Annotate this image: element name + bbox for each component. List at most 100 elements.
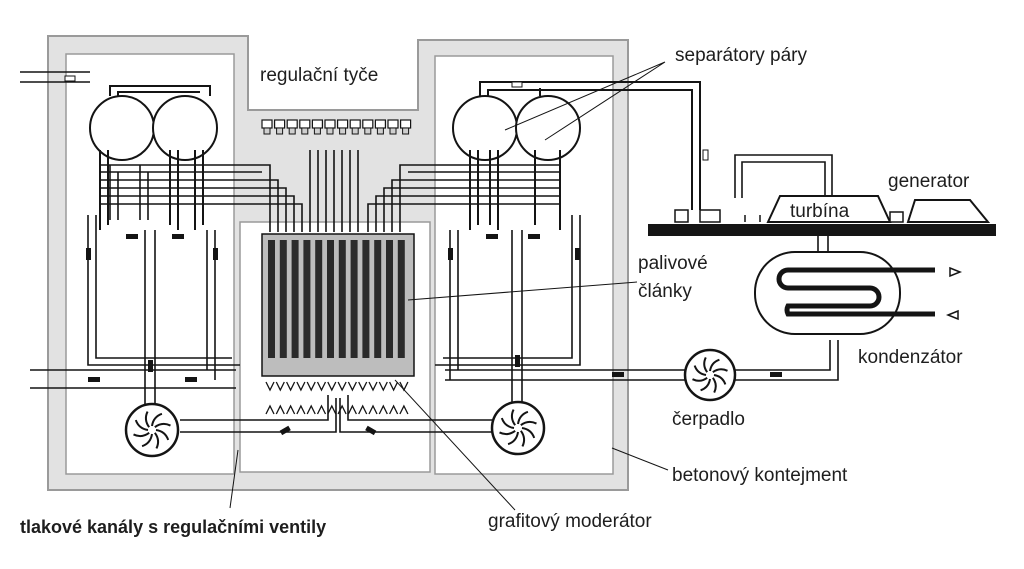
impeller-blade <box>134 419 149 431</box>
control-rod-drive <box>374 119 386 129</box>
control-rod-drive-base <box>389 127 397 135</box>
upflow-arrow <box>399 404 409 415</box>
upflow-arrow <box>347 404 357 415</box>
impeller-blade <box>151 412 163 427</box>
downflow-arrow <box>368 381 378 392</box>
control-rod-drive <box>261 119 273 129</box>
fuel-rod <box>350 240 358 358</box>
impeller-blade <box>141 433 153 448</box>
impeller-blade <box>154 422 171 428</box>
control-rod-drive-base <box>301 127 309 135</box>
label-fuel-elements-1: palivové <box>638 253 708 274</box>
control-rod-drive-base <box>288 127 296 135</box>
control-rod-drive-base <box>263 127 271 135</box>
upflow-arrow <box>265 404 275 415</box>
impeller-blade <box>712 377 717 393</box>
feedwater-pump <box>683 348 737 402</box>
downflow-arrow <box>306 381 316 392</box>
control-rod-drive <box>311 119 323 129</box>
control-rod-drive <box>286 119 298 129</box>
main-pump-right <box>490 400 546 456</box>
fuel-rod <box>279 240 287 358</box>
downflow-arrow <box>296 381 306 392</box>
valves <box>64 75 782 436</box>
downflow-arrow <box>389 381 399 392</box>
upflow-arrow <box>327 404 337 415</box>
core-outlet-pipes <box>100 150 560 232</box>
impeller-blade <box>133 432 150 438</box>
label-control-rods: regulační tyče <box>260 65 379 86</box>
label-turbine: turbína <box>790 201 850 222</box>
impeller-blade <box>510 409 516 426</box>
impeller-blade <box>499 430 516 436</box>
impeller-blade <box>703 357 708 373</box>
control-rod-drive-base <box>376 127 384 135</box>
label-fuel-elements-2: články <box>638 281 692 302</box>
label-steam-separators: separátory páry <box>675 45 808 66</box>
fuel-rods-group <box>268 240 405 358</box>
downcomer-piping <box>20 71 839 433</box>
impeller-blade <box>692 377 708 382</box>
label-pressure-channels: tlakové kanály s regulačními ventily <box>20 517 327 537</box>
upflow-arrow <box>296 404 306 415</box>
upflow-arrow <box>306 404 316 415</box>
control-rod-drive-base <box>339 127 347 135</box>
impeller-blade <box>520 420 537 426</box>
downflow-arrow <box>327 381 337 392</box>
upflow-arrow <box>316 404 327 415</box>
coolant-inlet-arrows <box>265 381 409 415</box>
fuel-rod <box>327 240 334 358</box>
impeller-blade <box>709 358 720 372</box>
impeller-blade <box>693 365 707 376</box>
downflow-arrow <box>275 381 285 392</box>
control-rod-drive <box>299 119 311 129</box>
label-containment: betonový kontejment <box>672 465 848 486</box>
label-condenser: kondenzátor <box>858 347 963 368</box>
downflow-arrow <box>286 381 296 392</box>
impeller-blade <box>521 427 536 439</box>
impeller-blade <box>507 431 519 446</box>
downflow-arrow <box>358 381 368 392</box>
impeller-blade <box>500 417 515 429</box>
control-rod-drive-base <box>402 127 410 135</box>
label-pump: čerpadlo <box>672 409 745 430</box>
impeller-blade <box>155 429 170 441</box>
fuel-rod <box>291 240 299 358</box>
control-rod-drives <box>261 119 412 135</box>
main-pump-left <box>124 402 180 458</box>
control-rod-drive <box>400 119 412 129</box>
downflow-arrow <box>316 381 327 392</box>
left-separators <box>89 85 218 230</box>
control-rod-drive-base <box>276 127 284 135</box>
control-rod-drive <box>274 119 286 129</box>
impeller-blade <box>520 430 526 447</box>
upflow-arrow <box>358 404 368 415</box>
fuel-rod <box>397 240 405 358</box>
control-rod-drive <box>387 119 399 129</box>
turbine-hall <box>648 154 996 236</box>
control-rod-drive-base <box>364 127 372 135</box>
control-rod-drive-base <box>326 127 334 135</box>
downflow-arrow <box>378 381 388 392</box>
control-rod-drive <box>362 119 374 129</box>
upflow-arrow <box>368 404 378 415</box>
upflow-arrow <box>275 404 285 415</box>
fuel-rod <box>362 240 370 358</box>
impeller-blade <box>154 432 160 449</box>
fuel-rod <box>338 240 346 358</box>
label-graphite-moderator: grafitový moderátor <box>488 511 652 532</box>
control-rod-drive-base <box>351 127 359 135</box>
impeller-blade <box>144 411 150 428</box>
control-rod-drive <box>337 119 349 129</box>
impeller-blade <box>700 378 711 392</box>
control-rod-drive-base <box>313 127 321 135</box>
impeller-blade <box>713 374 727 385</box>
fuel-rod <box>268 240 275 358</box>
right-separators <box>452 81 701 230</box>
downflow-arrow <box>265 381 275 392</box>
leader-lines <box>229 61 669 511</box>
condenser <box>754 236 963 335</box>
impeller-blade <box>712 368 728 373</box>
